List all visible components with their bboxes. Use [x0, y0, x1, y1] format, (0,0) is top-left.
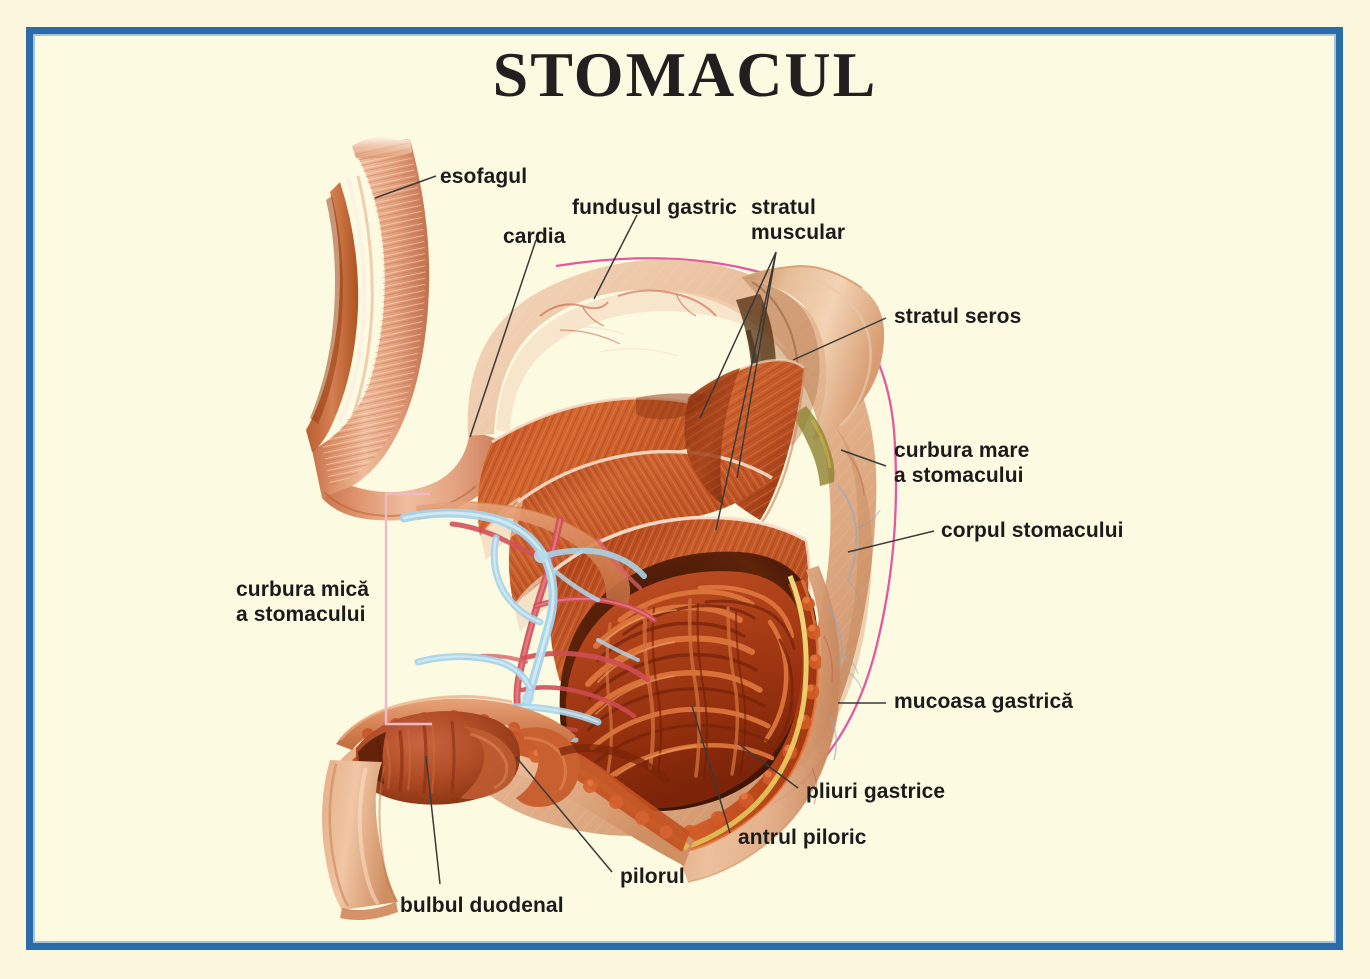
- lesser-curvature-region: [399, 500, 657, 743]
- label-mucoasa-gastrica: mucoasa gastrică: [894, 690, 1074, 713]
- label-cardia: cardia: [503, 225, 566, 248]
- label-bulbul-duodenal: bulbul duodenal: [400, 894, 564, 917]
- label-curbura-mica: curbura mică a stomacului: [236, 578, 370, 626]
- label-antrul-piloric: antrul piloric: [738, 826, 867, 849]
- mucosa-cut-edge: [675, 565, 859, 883]
- label-corpul-stomacului: corpul stomacului: [941, 519, 1124, 542]
- label-pliuri-gastrice: pliuri gastrice: [806, 780, 946, 803]
- esophagus-organ: [306, 137, 512, 521]
- lesser-curvature-bracket: [384, 492, 432, 726]
- label-fundusul-gastric: fundusul gastric: [572, 196, 737, 219]
- label-esofagul: esofagul: [440, 165, 528, 188]
- antrum-pylorus-duodenum: [322, 694, 694, 920]
- label-stratul-seros: stratul seros: [894, 305, 1022, 328]
- label-pilorul: pilorul: [620, 865, 685, 888]
- label-curbura-mare: curbura mare a stomacului: [894, 439, 1030, 487]
- page-title: STOMACUL: [492, 39, 878, 110]
- label-stratul-muscular: stratul muscular: [751, 196, 846, 244]
- leader-lines: [374, 175, 935, 885]
